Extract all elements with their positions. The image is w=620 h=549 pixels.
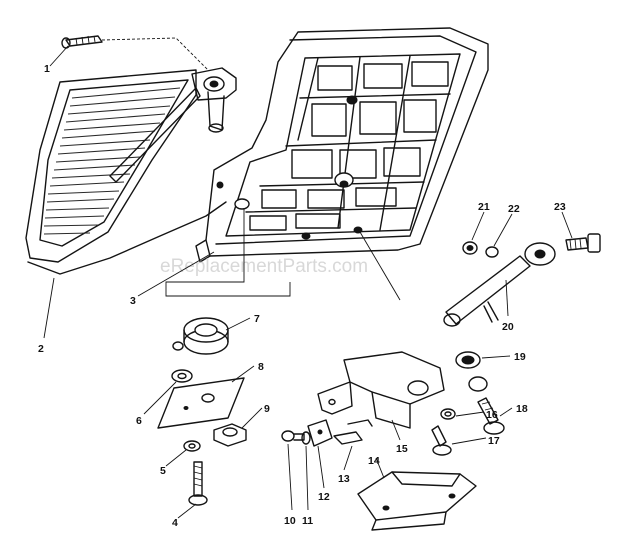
part-2-blade-guard [25,67,237,275]
part-number-label: 22 [508,203,520,215]
part-7-collar [172,317,229,355]
part-14-base-bracket [357,471,477,531]
part-10-screw [281,430,305,442]
part-12-clamp [307,419,333,447]
part-23-screw [565,233,601,253]
part-17-bolt [431,425,452,456]
watermark-text: eReplacementParts.com [160,256,368,277]
part-13-spring-clip [333,419,373,445]
part-20-link-arm [443,242,556,327]
leader-casting-to-bracket [359,231,401,301]
callout-leaders [43,45,573,519]
part-number-label: 7 [254,313,260,325]
part-6-washer [171,369,193,383]
part-4-bolt [188,461,208,506]
part-number-label: 16 [486,409,498,421]
leader-casting-to-bearing [165,208,291,297]
part-number-label: 2 [38,343,44,355]
casting-ribs [225,53,461,237]
part-number-label: 6 [136,415,142,427]
part-8-plate [157,377,245,429]
part-number-label: 23 [554,201,566,213]
part-number-label: 5 [160,465,166,477]
part-number-label: 20 [502,321,514,333]
part-number-label: 18 [516,403,528,415]
part-number-label: 10 [284,515,296,527]
part-21-nut [462,241,478,255]
leader-part1-to-guard [101,37,209,71]
part-number-label: 13 [338,473,350,485]
part-number-label: 17 [488,435,500,447]
part-number-label: 4 [172,517,178,529]
part-number-label: 9 [264,403,270,415]
guard-grille [43,87,181,235]
part-15-bracket [317,351,445,429]
part-9-clip [213,423,247,447]
part-number-label: 3 [130,295,136,307]
part-number-labels: 1 2 3 4 5 6 7 8 9 10 11 12 13 14 15 16 1… [38,63,566,529]
part-16-washer [440,408,456,420]
part-number-label: 11 [302,515,313,527]
part-22-washer [485,246,499,258]
part-3-table-casting [195,27,489,263]
part-number-label: 8 [258,361,264,373]
part-18-bolt [468,376,505,435]
part-number-label: 12 [318,491,330,503]
part-5-nut [183,440,201,452]
part-19-bushing [455,351,481,369]
part-number-label: 1 [44,63,50,75]
part-11-washer [301,431,311,445]
part-number-label: 19 [514,351,526,363]
part-number-label: 21 [478,201,490,213]
part-number-label: 15 [396,443,408,455]
part-number-label: 14 [368,455,380,467]
